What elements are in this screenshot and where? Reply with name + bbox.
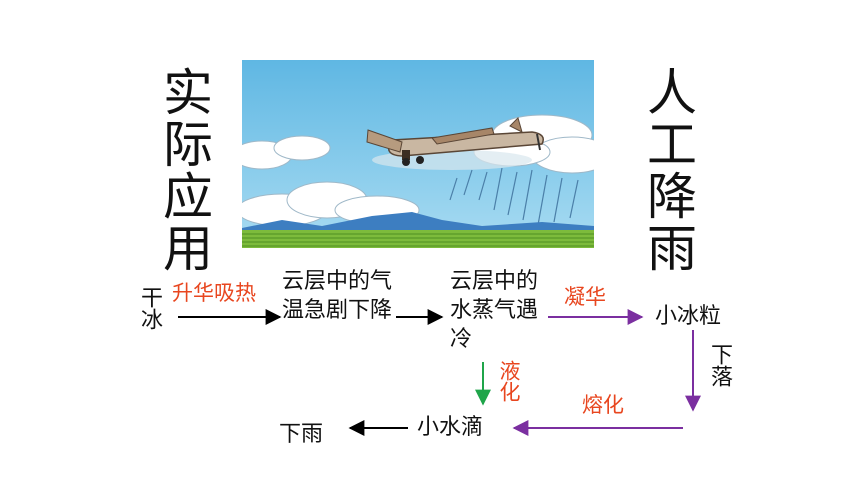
label-condensation: 凝华 bbox=[564, 285, 606, 309]
label-sublimation: 升华吸热 bbox=[172, 281, 256, 305]
label-melting: 熔化 bbox=[582, 393, 624, 417]
node-dry-ice: 干冰 bbox=[137, 286, 162, 330]
label-liquefaction: 液化 bbox=[497, 360, 521, 402]
mountains bbox=[242, 212, 594, 235]
node-vapor-cold: 云层中的水蒸气遇冷 bbox=[450, 269, 539, 352]
node-ice-particles: 小冰粒 bbox=[655, 304, 722, 329]
rain-streaks bbox=[449, 167, 579, 226]
airplane-icon bbox=[366, 117, 544, 166]
cloud-left bbox=[242, 135, 420, 227]
node-water-droplets: 小水滴 bbox=[417, 415, 484, 440]
node-rain: 下雨 bbox=[279, 422, 324, 447]
field-rows bbox=[242, 233, 594, 247]
left-title: 实际应用 bbox=[155, 66, 213, 274]
label-falling: 下落 bbox=[707, 343, 732, 387]
node-temp-drop: 云层中的气温急剧下降 bbox=[282, 269, 393, 323]
airplane-illustration bbox=[242, 60, 594, 248]
right-title: 人工降雨 bbox=[639, 66, 697, 274]
